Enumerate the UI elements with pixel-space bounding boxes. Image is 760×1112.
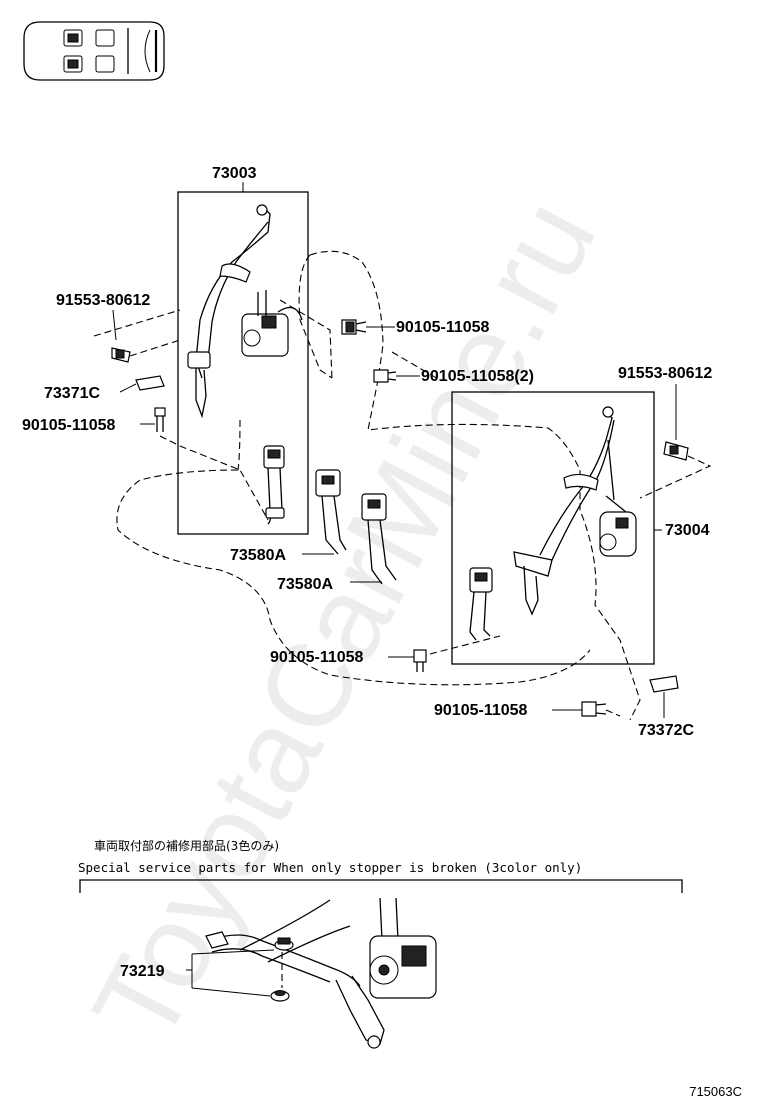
buckle-left-in-box xyxy=(263,445,285,525)
part-label-73580A-2: 73580A xyxy=(277,576,333,593)
service-note-english: Special service parts for When only stop… xyxy=(78,860,582,875)
part-label-90105-lower-right: 90105-11058 xyxy=(434,702,528,719)
belt-assembly-left xyxy=(187,204,303,419)
bolt-90105-center-2 xyxy=(373,369,397,383)
screw-91553-left xyxy=(111,347,131,363)
part-label-73003: 73003 xyxy=(212,165,257,182)
bolt-90105-lower-center xyxy=(413,649,427,672)
part-label-73004: 73004 xyxy=(665,522,710,539)
part-label-90105-center-2: 90105-11058(2) xyxy=(421,368,534,385)
bolt-90105-left xyxy=(154,407,166,432)
part-label-90105-left: 90105-11058 xyxy=(22,417,116,434)
drawing-code: 715063C xyxy=(689,1084,742,1099)
bolt-90105-upper-center xyxy=(341,319,367,335)
bolt-90105-lower-right xyxy=(581,701,607,717)
buckle-73580A-2 xyxy=(361,493,397,585)
seat-layout-icon xyxy=(23,21,165,81)
belt-assembly-right xyxy=(513,406,637,616)
cover-73371C xyxy=(135,375,165,391)
part-label-73219: 73219 xyxy=(120,963,165,980)
part-label-91553-left: 91553-80612 xyxy=(56,292,150,309)
stopper-detail-drawing xyxy=(205,897,437,1049)
buckle-right-in-box xyxy=(469,567,493,641)
buckle-73580A-1 xyxy=(315,469,347,555)
screw-91553-right xyxy=(663,441,689,461)
part-label-90105-lower-center: 90105-11058 xyxy=(270,649,364,666)
watermark: ToyotaCarMine.ru xyxy=(68,179,622,1063)
assy-73004-frame xyxy=(451,391,655,665)
part-label-73580A-1: 73580A xyxy=(230,547,286,564)
leader-73219 xyxy=(186,949,275,997)
part-label-73371C: 73371C xyxy=(44,385,100,402)
part-label-73372C: 73372C xyxy=(638,722,694,739)
rear-seat-outline xyxy=(116,250,641,721)
part-label-91553-right: 91553-80612 xyxy=(618,365,712,382)
service-note-japanese: 車両取付部の補修用部品(3色のみ) xyxy=(94,838,279,853)
service-note-bracket xyxy=(79,879,683,893)
cover-73372C xyxy=(649,675,679,693)
part-label-90105-upper: 90105-11058 xyxy=(396,319,490,336)
